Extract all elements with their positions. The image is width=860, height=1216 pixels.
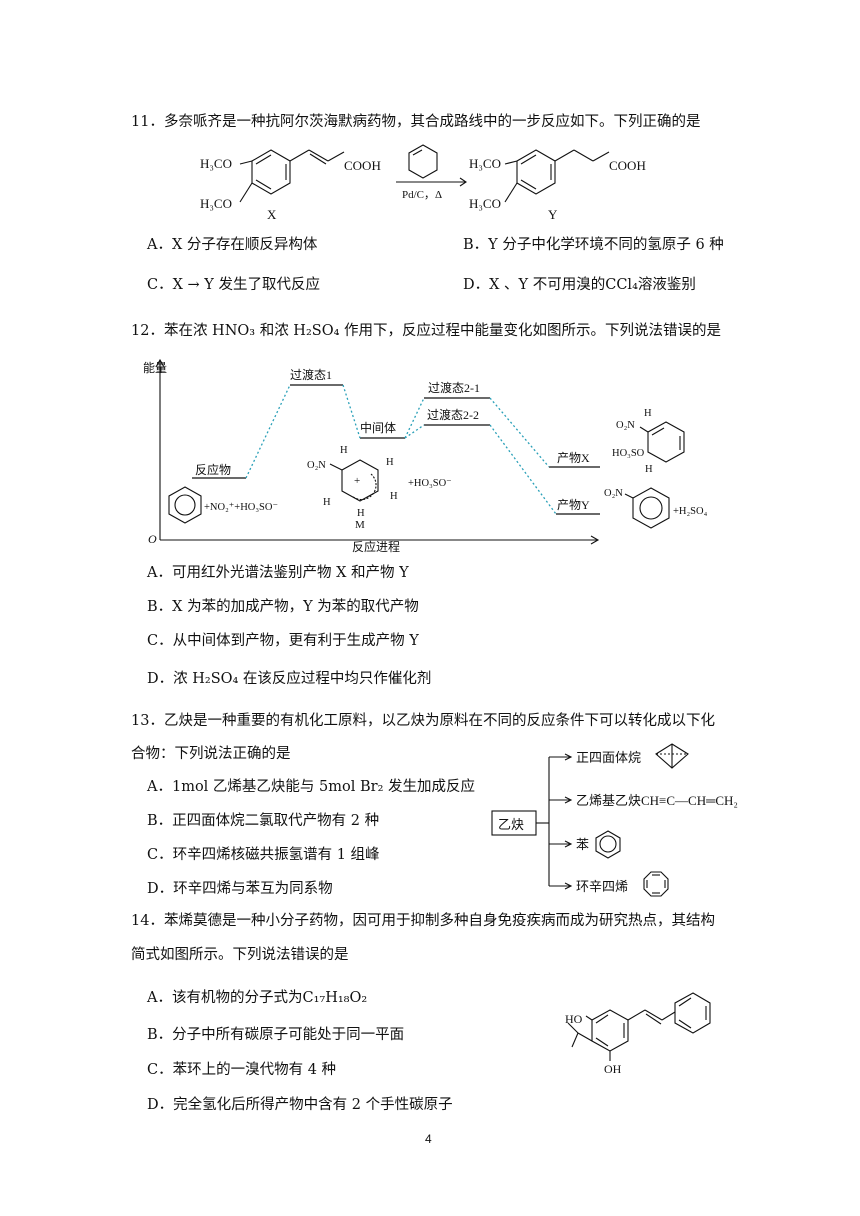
q11-reaction-scheme: H₃CO H₃CO COOH X Pd/C，Δ H₃CO H₃CO COOH Y [200,144,646,222]
label-reactant: 反应物 [195,462,231,477]
plus-sign: + [354,475,360,487]
m-label: M [355,519,365,531]
product-cot: 环辛四烯 [576,879,628,894]
energy-levels [192,384,600,515]
m-h-bottom: H [357,508,365,519]
page-number: 4 [425,1132,432,1146]
x-label: X [267,207,277,222]
q14-stem-line1: 14．苯烯莫德是一种小分子药物，因可用于抑制多种自身免疫疾病而成为研究热点，其结… [131,913,715,929]
tapinarof-oh: OH [604,1062,622,1076]
m-hso4: +HO₃SO⁻ [408,478,452,489]
q14-option-c: C．苯环上的一溴代物有 4 种 [147,1062,337,1078]
benzene-icon [595,830,621,859]
molecule-y [504,149,610,203]
label-ts21: 过渡态2-1 [428,380,480,395]
product-benzene: 苯 [576,837,589,852]
q13-option-c: C．环辛四烯核磁共振氢谱有 1 组峰 [147,847,380,863]
q13-option-b: B．正四面体烷二氯取代产物有 2 种 [147,813,380,829]
x-och3-bottom: H₃CO [200,196,232,211]
product-tetrahedrane: 正四面体烷 [576,750,641,765]
m-h-right2: H [390,491,398,502]
origin-label: O [148,532,157,546]
acetylene-tree: 乙炔 正四面体烷 乙烯基乙炔CH≡C—CH═CH₂ 苯 环辛四烯 [491,743,738,897]
intermediate-m [329,459,379,502]
label-ts1: 过渡态1 [290,367,332,382]
x-cooh: COOH [344,158,381,173]
x-axis-label: 反应进程 [352,539,400,554]
x-och3-top: H₃CO [200,156,232,171]
y-och3-bottom: H₃CO [469,196,501,211]
q14-option-a: A．该有机物的分子式为C₁₇H₁₈O₂ [147,990,368,1006]
q11-option-a: A．X 分子存在顺反异构体 [147,237,318,253]
py-h2so4: +H₂SO₄ [673,506,708,517]
y-cooh: COOH [609,158,646,173]
q11-stem: 11．多奈哌齐是一种抗阿尔茨海默病药物，其合成路线中的一步反应如下。下列正确的是 [131,114,701,130]
px-oso3h: HO₃SO [612,448,645,459]
px-h-bottom: H [645,464,653,475]
q12-option-c: C．从中间体到产物，更有利于生成产物 Y [147,633,419,649]
px-h-top: H [644,408,652,419]
product-vinylacetylene: 乙烯基乙炔CH≡C—CH═CH₂ [576,793,738,808]
q13-option-a: A．1mol 乙烯基乙炔能与 5mol Br₂ 发生加成反应 [147,779,475,795]
branch-lines [536,753,573,890]
q14-option-b: B．分子中所有碳原子可能处于同一平面 [147,1027,405,1043]
q12-option-a: A．可用红外光谱法鉴别产物 X 和产物 Y [147,565,409,581]
q12-option-d: D．浓 H₂SO₄ 在该反应过程中均只作催化剂 [147,671,432,687]
tapinarof-ho: HO [565,1012,583,1026]
y-label: Y [548,207,558,222]
q11-option-c: C．X → Y 发生了取代反应 [147,277,320,293]
q14-option-d: D．完全氢化后所得产物中含有 2 个手性碳原子 [147,1097,453,1113]
q12-stem: 12．苯在浓 HNO₃ 和浓 H₂SO₄ 作用下，反应过程中能量变化如图所示。下… [131,323,722,339]
tapinarof-bonds [567,992,711,1061]
m-no2: O₂N [307,460,326,471]
y-och3-top: H₃CO [469,156,501,171]
tapinarof-structure: HO OH [565,992,711,1076]
label-intermediate: 中间体 [360,420,396,435]
reactant-formula: +NO₂⁺+HO₃SO⁻ [204,502,278,513]
q13-option-d: D．环辛四烯与苯互为同系物 [147,881,333,897]
label-ts22: 过渡态2-2 [427,407,479,422]
m-h-top: H [340,445,348,456]
m-h-left: H [323,497,331,508]
cyclooctatetraene-icon [643,871,669,897]
axes [155,358,600,545]
label-product-x: 产物X [557,451,590,465]
q14-stem-line2: 简式如图所示。下列说法错误的是 [131,947,349,963]
q13-stem-line2: 合物：下列说法正确的是 [131,746,291,762]
y-axis-label: 能量 [143,361,167,375]
q11-option-b: B．Y 分子中化学环境不同的氢原子 6 种 [463,237,724,253]
q12-option-b: B．X 为苯的加成产物，Y 为苯的取代产物 [147,599,419,615]
product-x-structure [639,421,685,463]
molecule-x [239,149,345,203]
catalyst-label: Pd/C，Δ [402,189,442,201]
benzene-reactant [168,486,202,524]
m-h-right1: H [386,457,394,468]
tetrahedrane-icon [655,743,689,769]
reaction-arrow [396,144,467,187]
py-no2: O₂N [604,488,623,499]
q13-stem-line1: 13．乙炔是一种重要的有机化工原料，以乙炔为原料在不同的反应条件下可以转化成以下… [131,713,715,729]
nitrobenzene [624,487,670,529]
q11-option-d: D．X 、Y 不可用溴的CCl₄溶液鉴别 [463,277,696,293]
px-no2: O₂N [616,420,635,431]
energy-path [245,384,557,515]
label-product-y: 产物Y [557,498,590,512]
energy-diagram: 能量 O 反应进程 反应物 过渡态1 中间体 过渡态2-1 过渡态2-2 产物X… [143,358,708,554]
acetylene-box: 乙炔 [498,817,524,832]
